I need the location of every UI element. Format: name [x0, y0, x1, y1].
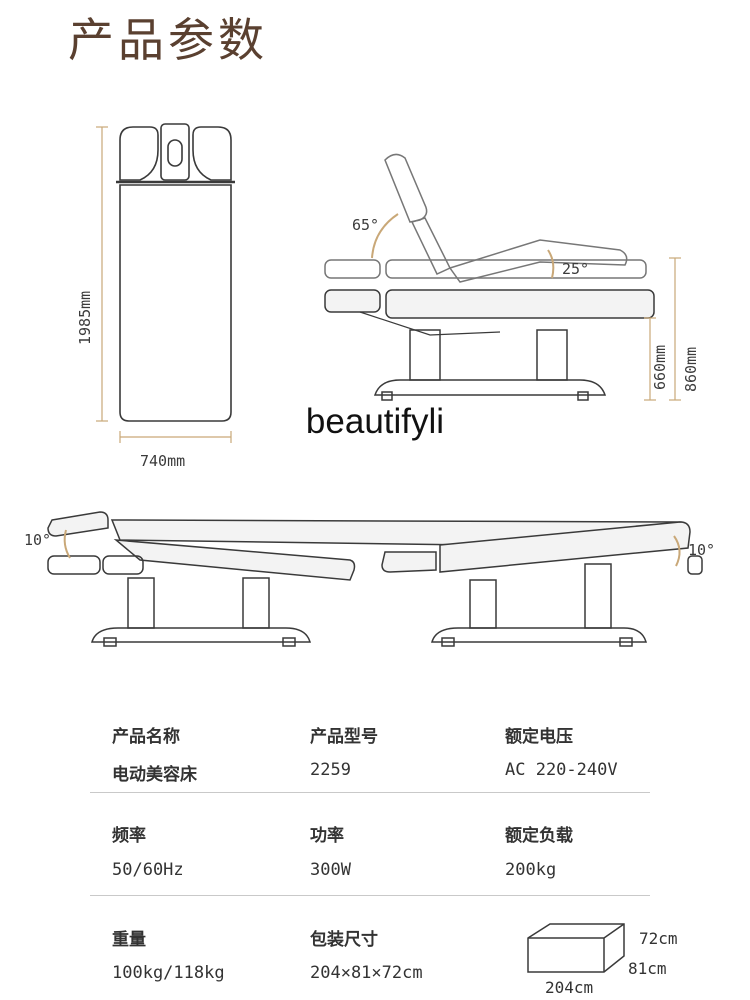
side-view-angle-arcs — [371, 213, 555, 279]
spec-value-weight: 100kg/118kg — [112, 963, 225, 983]
spec-value-model: 2259 — [310, 760, 351, 780]
width-dimension-label: 740mm — [140, 452, 185, 470]
package-depth-label: 81cm — [628, 959, 667, 978]
spec-value-product-name: 电动美容床 — [112, 765, 197, 785]
spec-label-frequency: 频率 — [112, 826, 146, 846]
spec-label-weight: 重量 — [112, 930, 146, 950]
spec-label-model: 产品型号 — [310, 727, 378, 747]
package-length-label: 204cm — [545, 978, 594, 997]
spec-value-load: 200kg — [505, 860, 557, 880]
spec-value-package-size: 204×81×72cm — [310, 963, 423, 983]
leg-angle-label: 25° — [562, 260, 589, 278]
spec-label-load: 额定负载 — [505, 826, 573, 846]
page-title: 产品参数 — [68, 13, 268, 67]
spec-label-voltage: 额定电压 — [505, 727, 573, 747]
spec-divider — [90, 792, 650, 793]
tilt-left-angle-label: 10° — [24, 531, 51, 549]
tilt-right-diagram — [381, 521, 703, 647]
package-box-icon — [527, 923, 625, 973]
tilt-right-angle-label: 10° — [688, 541, 715, 559]
spec-value-voltage: AC 220-240V — [505, 760, 618, 780]
side-view-height-lines — [644, 257, 681, 401]
package-height-label: 72cm — [639, 929, 678, 948]
brand-name: beautifyli — [305, 402, 445, 441]
spec-label-product-name: 产品名称 — [112, 727, 180, 747]
spec-divider — [90, 895, 650, 896]
side-view-diagram — [324, 153, 655, 401]
spec-value-frequency: 50/60Hz — [112, 860, 184, 880]
product-diagram: 1985mm 740mm 65° 25° 660mm 860mm — [24, 123, 715, 647]
backrest-angle-label: 65° — [352, 216, 379, 234]
spec-label-power: 功率 — [310, 826, 344, 846]
top-view-dimension-lines — [96, 126, 232, 443]
top-view-diagram — [116, 123, 235, 422]
spec-label-package-size: 包装尺寸 — [310, 930, 378, 950]
min-height-label: 660mm — [651, 345, 669, 390]
spec-value-power: 300W — [310, 860, 351, 880]
max-height-label: 860mm — [682, 347, 700, 392]
length-dimension-label: 1985mm — [76, 291, 94, 345]
